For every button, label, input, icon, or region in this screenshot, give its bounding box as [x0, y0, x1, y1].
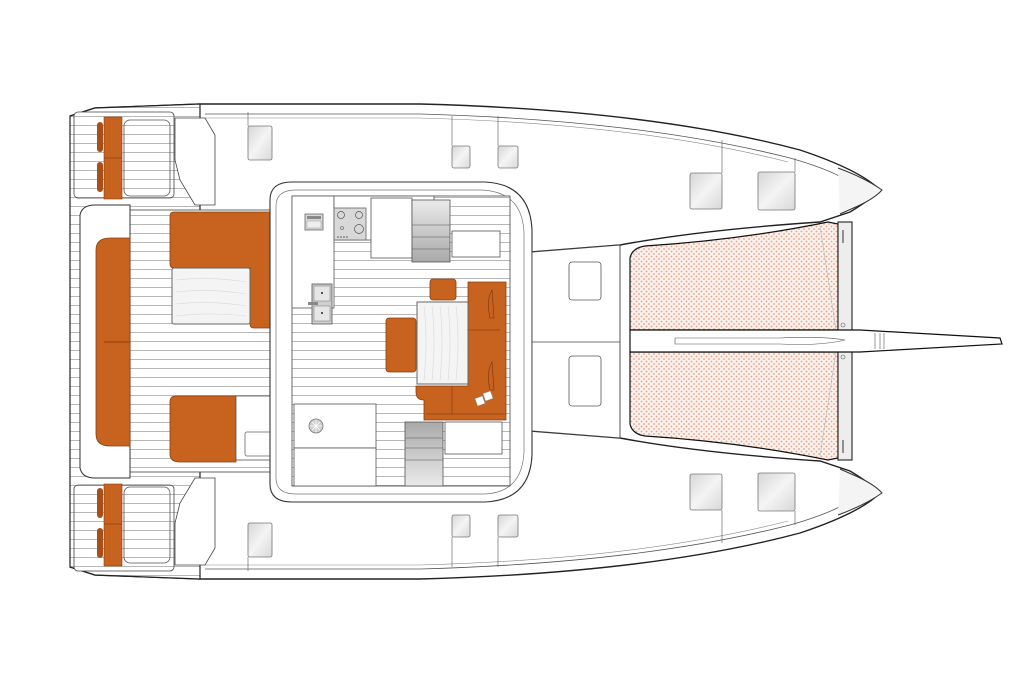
port-side-step [174, 117, 216, 206]
cockpit-table [171, 267, 251, 325]
hatch-icon [689, 172, 723, 210]
cooktop-icon [333, 207, 367, 241]
pillow-icon [474, 395, 486, 407]
hatch-icon [757, 171, 796, 211]
hatch-icon [451, 145, 471, 169]
port-companionway-stairs [411, 199, 451, 263]
hatch-icon [757, 472, 796, 512]
oven-icon [304, 213, 324, 231]
port-deck-hatches [247, 112, 796, 211]
starboard-deck-hatches [247, 472, 796, 571]
bowsprit [629, 329, 1003, 353]
hatch-icon [451, 514, 471, 538]
galley-cabinet [370, 197, 413, 259]
hatch-icon [689, 473, 723, 511]
starboard-companionway-stairs [404, 421, 444, 487]
hatch-icon [497, 145, 519, 169]
cockpit-l-seat-top-cushion [169, 211, 287, 329]
hatch-icon [247, 125, 273, 161]
saloon-stool-top-cushion [429, 278, 457, 301]
port-bow-tip [837, 167, 883, 215]
saloon-l-sofa-cushion [415, 281, 507, 421]
helm-wheel-icon [308, 418, 324, 434]
forward-locker-port [568, 261, 602, 301]
pillow-icon [482, 390, 494, 402]
cockpit-l-seat-bottom-cushion [169, 395, 237, 463]
saloon-table [416, 301, 469, 385]
starboard-side-step [174, 477, 216, 566]
starboard-stern-seat-cushion [103, 483, 123, 567]
nav-station-counter [293, 403, 377, 449]
forward-locker-starboard [568, 355, 602, 407]
saloon-stool-left-cushion [385, 317, 417, 373]
hatch-icon [497, 514, 519, 538]
sink-icon [308, 283, 333, 325]
trampoline-port [629, 221, 839, 331]
hatch-icon [247, 522, 273, 558]
trampoline-starboard [629, 351, 839, 461]
starboard-bow-tip [837, 468, 883, 516]
